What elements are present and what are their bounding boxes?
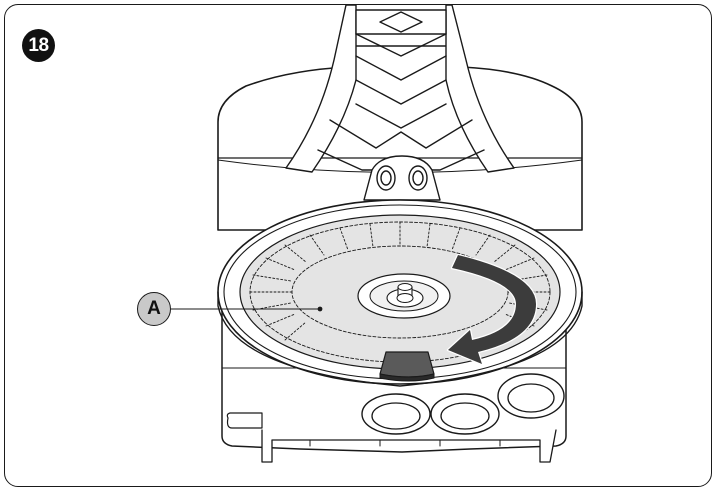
mounting-bracket — [363, 155, 441, 201]
curved-arrow-clockwise-icon — [446, 253, 538, 366]
release-lever — [379, 351, 435, 382]
lattice-arm — [285, 5, 515, 173]
callout-leader — [171, 306, 323, 312]
upper-housing — [217, 45, 583, 231]
callout-label-a: A — [137, 292, 171, 326]
cable-glands — [361, 373, 565, 435]
figure-number-badge: 18 — [22, 29, 55, 62]
